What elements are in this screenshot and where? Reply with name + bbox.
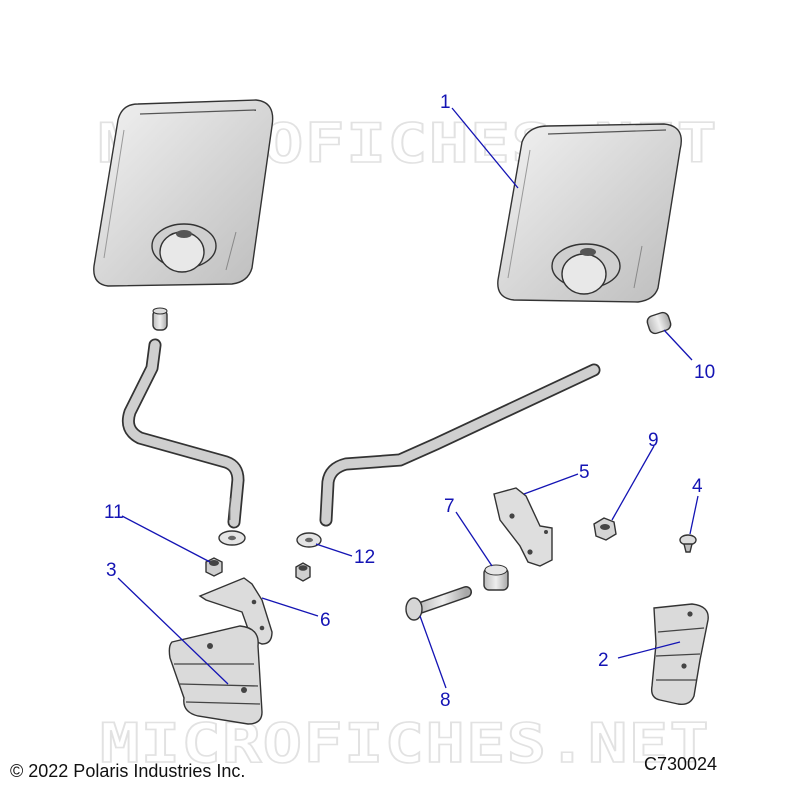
bolt	[405, 586, 472, 621]
nut-left	[205, 557, 223, 577]
leader-1	[451, 107, 519, 189]
callout-2: 2	[598, 650, 609, 671]
callout-8: 8	[440, 690, 451, 711]
callout-12: 12	[354, 547, 375, 568]
nut-right	[295, 562, 311, 582]
leader-7	[455, 511, 493, 567]
leader-12	[315, 543, 353, 557]
leader-9	[611, 445, 655, 521]
mirror-left	[93, 99, 274, 287]
spacer	[483, 564, 509, 591]
callout-6: 6	[320, 610, 331, 631]
drawing-code: C730024	[644, 754, 718, 774]
rod-left	[121, 338, 245, 529]
callout-7: 7	[444, 496, 455, 517]
mirror-right	[497, 123, 682, 303]
cap-left	[152, 307, 168, 331]
rod-right	[319, 363, 601, 527]
push-rivet	[679, 534, 697, 553]
leader-5	[523, 473, 579, 495]
bracket-right	[493, 487, 553, 567]
copyright-notice: © 2022 Polaris Industries Inc.	[10, 761, 246, 781]
cover-right	[650, 603, 709, 706]
leader-8	[419, 615, 447, 689]
leader-3	[117, 577, 229, 685]
washer-left	[218, 530, 246, 546]
nut-9	[593, 517, 617, 541]
leader-2	[617, 641, 681, 659]
callout-11: 11	[104, 502, 124, 523]
cap-right	[646, 311, 672, 335]
leader-10	[663, 329, 693, 361]
leader-11	[121, 515, 211, 563]
leader-4	[689, 495, 699, 535]
callout-9: 9	[648, 430, 659, 451]
callout-labels: 1 2 3 4 5 6 7 8 9 10 11 12	[104, 92, 715, 711]
callout-3: 3	[106, 560, 117, 581]
callout-4: 4	[692, 476, 703, 497]
leader-6	[261, 597, 319, 617]
washer-right	[296, 532, 322, 548]
leader-lines	[117, 107, 699, 689]
watermark-bottom: MICROFICHES.NET	[100, 712, 710, 775]
callout-5: 5	[579, 462, 590, 483]
callout-1: 1	[440, 92, 451, 113]
callout-10: 10	[694, 362, 715, 383]
